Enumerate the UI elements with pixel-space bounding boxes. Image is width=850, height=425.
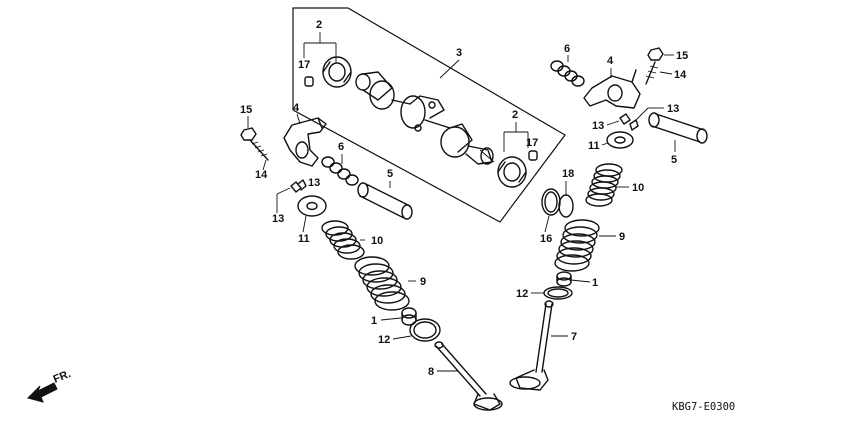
callout-4-left: 4 bbox=[293, 102, 300, 114]
callout-5-left: 5 bbox=[387, 168, 393, 180]
adjusting-screw-14-right bbox=[645, 61, 659, 85]
callout-4-right: 4 bbox=[607, 55, 614, 67]
callout-5-right: 5 bbox=[671, 154, 677, 166]
callout-17-right: 17 bbox=[526, 137, 538, 149]
callout-11-left: 11 bbox=[298, 233, 310, 245]
diagram-code: KBG7-E0300 bbox=[672, 401, 735, 413]
retainer-11-right bbox=[606, 131, 634, 149]
callout-10-left: 10 bbox=[371, 235, 383, 247]
callout-14-left: 14 bbox=[255, 169, 268, 181]
direction-label: FR. bbox=[52, 368, 73, 386]
valve-seal-1-right bbox=[556, 271, 572, 287]
valve-seal-1-left bbox=[401, 307, 417, 326]
callout-9-left: 9 bbox=[420, 276, 426, 288]
callout-3: 3 bbox=[456, 47, 462, 59]
outer-spring-10-right bbox=[585, 163, 623, 207]
callout-15-right: 15 bbox=[676, 50, 688, 62]
spring-6-left bbox=[321, 156, 359, 186]
callout-9-right: 9 bbox=[619, 231, 625, 243]
spring-seat-12-left bbox=[409, 318, 441, 342]
callout-16: 16 bbox=[540, 233, 552, 245]
rocker-arm-4-right bbox=[583, 69, 641, 109]
callout-13-right-a: 13 bbox=[667, 103, 679, 115]
callout-2-right: 2 bbox=[503, 109, 529, 152]
front-arrow-icon bbox=[27, 382, 58, 403]
clip-18 bbox=[558, 194, 574, 218]
callout-13-left-b: 13 bbox=[272, 213, 284, 225]
cotter-13-left bbox=[290, 179, 307, 193]
callout-18: 18 bbox=[562, 168, 574, 180]
inner-spring-9-left bbox=[354, 256, 410, 311]
callout-6-right: 6 bbox=[564, 43, 570, 55]
exhaust-valve-8 bbox=[434, 341, 503, 411]
outer-spring-10-left bbox=[321, 220, 365, 260]
spring-6-right bbox=[550, 60, 585, 87]
svg-text:2: 2 bbox=[316, 19, 322, 31]
cotter-13-right bbox=[619, 113, 639, 131]
callout-10-right: 10 bbox=[632, 182, 644, 194]
callout-13-right-b: 13 bbox=[592, 120, 604, 132]
spring-seat-12-right bbox=[543, 286, 573, 300]
lock-nut-15-right bbox=[647, 47, 664, 61]
dowel-pin-17-right bbox=[528, 150, 538, 161]
callout-8: 8 bbox=[428, 366, 434, 378]
retainer-11-left bbox=[297, 195, 327, 217]
rocker-arm-4-left bbox=[283, 117, 327, 167]
rocker-shaft-5-left bbox=[357, 182, 413, 220]
callout-12-right: 12 bbox=[516, 288, 528, 300]
adjusting-screw-14-left bbox=[249, 139, 269, 161]
callout-2-left: 2 bbox=[303, 19, 337, 62]
callout-12-left: 12 bbox=[378, 334, 390, 346]
bearing-2-left bbox=[322, 56, 352, 88]
rocker-shaft-5-right bbox=[648, 112, 708, 144]
inner-spring-9-right bbox=[554, 219, 600, 272]
callout-1-left: 1 bbox=[371, 315, 377, 327]
dowel-pin-17-left bbox=[304, 76, 314, 87]
callout-15-left: 15 bbox=[240, 104, 252, 116]
camshaft-assembly-box bbox=[292, 7, 566, 223]
bearing-2-right bbox=[497, 156, 527, 188]
callout-6-left: 6 bbox=[338, 141, 344, 153]
camshaft-3 bbox=[355, 71, 495, 165]
svg-text:2: 2 bbox=[512, 109, 518, 121]
callout-14-right: 14 bbox=[674, 69, 687, 81]
callout-11-right: 11 bbox=[588, 140, 600, 152]
ring-16 bbox=[541, 188, 561, 216]
lock-nut-15-left bbox=[240, 127, 257, 141]
callout-7: 7 bbox=[571, 331, 577, 343]
callout-1-right: 1 bbox=[592, 277, 598, 289]
callout-13-left-a: 13 bbox=[308, 177, 320, 189]
callout-17-left: 17 bbox=[298, 59, 310, 71]
intake-valve-7 bbox=[509, 300, 554, 391]
